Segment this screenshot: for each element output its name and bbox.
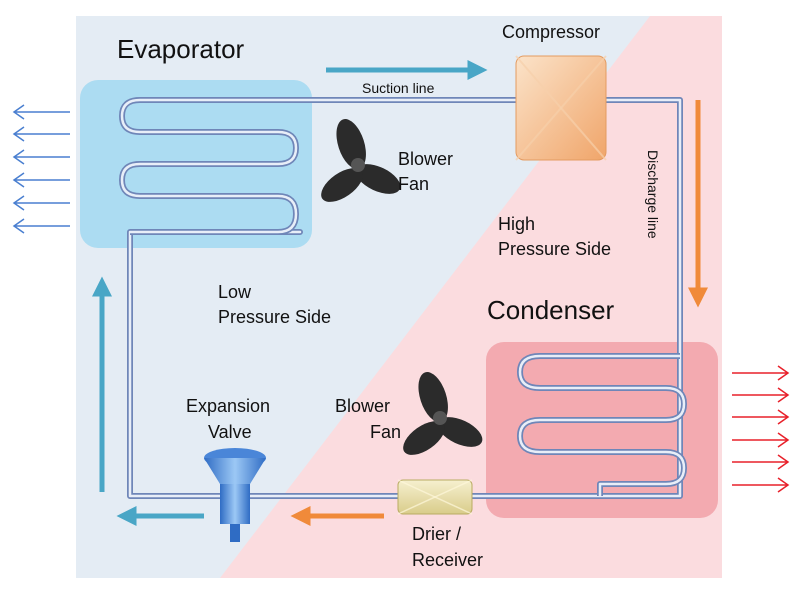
evaporator-coil — [119, 97, 520, 235]
drier-receiver — [397, 479, 473, 515]
discharge-line-label: Discharge line — [645, 150, 661, 239]
compressor-label: Compressor — [502, 22, 600, 42]
condenser-label: Condenser — [487, 295, 615, 325]
blower-fan-top-label-line2: Fan — [398, 174, 429, 194]
expansion-valve-icon — [204, 448, 266, 542]
hot-air-arrows — [732, 365, 790, 493]
blower-fan-icon — [321, 119, 401, 202]
low-pressure-side-label-line2: Pressure Side — [218, 307, 331, 327]
expansion-valve-label-line1: Expansion — [186, 396, 270, 416]
blower-fan-bottom-label-line1: Blower — [335, 396, 390, 416]
high-pressure-side-label-line1: High — [498, 214, 535, 234]
evaporator-label: Evaporator — [117, 34, 245, 64]
low-pressure-side-label-line1: Low — [218, 282, 252, 302]
blower-fan-bottom-label-line2: Fan — [370, 422, 401, 442]
blower-fan-top-label-line1: Blower — [398, 149, 453, 169]
high-pressure-side-label-line2: Pressure Side — [498, 239, 611, 259]
blower-fan-icon — [403, 372, 483, 455]
drier-receiver-label-line2: Receiver — [412, 550, 483, 570]
cold-air-arrows — [12, 104, 70, 234]
compressor — [515, 55, 607, 161]
condenser-coil — [517, 353, 687, 496]
drier-receiver-label-line1: Drier / — [412, 524, 461, 544]
suction-line-label: Suction line — [362, 80, 435, 96]
expansion-valve-label-line2: Valve — [208, 422, 252, 442]
